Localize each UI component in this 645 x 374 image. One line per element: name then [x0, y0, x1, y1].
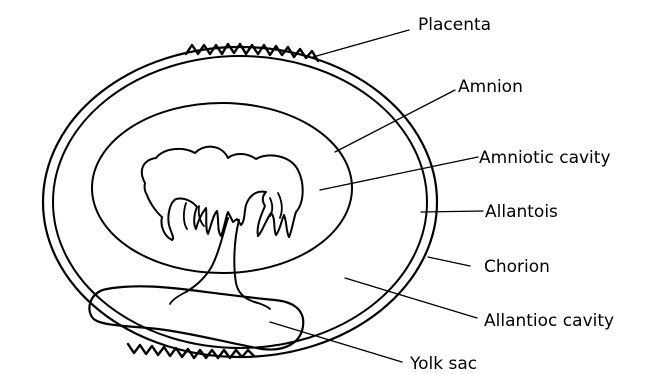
label-amniotic-cavity: Amniotic cavity: [479, 148, 611, 168]
label-placenta: Placenta: [418, 15, 491, 35]
leader-allantois: [421, 211, 483, 212]
leader-amniotic-cavity: [320, 157, 478, 190]
leader-amnion: [335, 90, 455, 152]
label-allantoic-cavity: Allantioc cavity: [484, 311, 614, 331]
allantois-inner-membrane: [53, 56, 427, 348]
embryo-limb-right: [270, 193, 282, 218]
label-amnion: Amnion: [458, 77, 523, 97]
leader-allantoic-cavity: [345, 278, 477, 318]
yolk-sac: [89, 286, 303, 349]
chorion-outer-membrane: [43, 47, 437, 357]
yolk-stalk-right: [234, 220, 258, 303]
leader-chorion: [428, 257, 470, 266]
label-yolk-sac: Yolk sac: [409, 354, 477, 374]
label-allantois: Allantois: [485, 202, 558, 222]
label-chorion: Chorion: [484, 257, 550, 277]
leader-placenta: [313, 30, 409, 57]
amnion-membrane: [92, 103, 352, 273]
